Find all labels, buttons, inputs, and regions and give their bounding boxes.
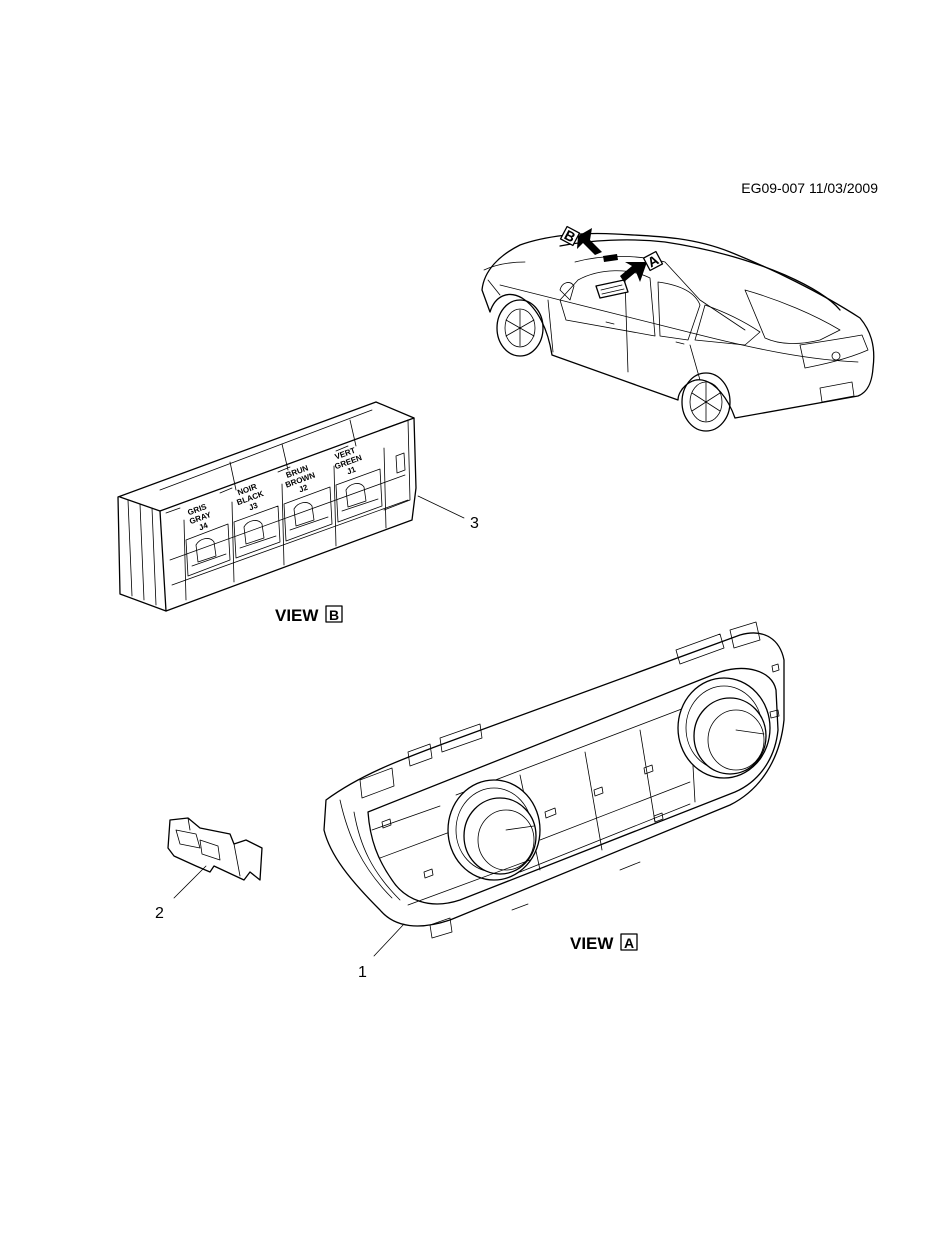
leader-line-2 <box>173 865 207 899</box>
svg-text:B: B <box>329 607 339 623</box>
arrow-a-icon: A <box>620 250 664 282</box>
callout-1: 1 <box>358 964 367 981</box>
connector-socket-j1 <box>335 468 383 523</box>
svg-text:J4: J4 <box>198 521 210 533</box>
callout-2: 2 <box>155 905 164 922</box>
svg-text:VIEW: VIEW <box>275 606 319 625</box>
mounting-clip-part-2 <box>167 817 263 881</box>
connector-socket-j4 <box>185 523 231 577</box>
left-temperature-knob <box>447 779 541 881</box>
arrow-b-icon: B <box>559 225 602 255</box>
view-a-label: VIEW A <box>570 933 638 953</box>
callout-3: 3 <box>470 515 479 532</box>
svg-text:J2: J2 <box>298 483 310 495</box>
view-b-label: VIEW B <box>275 605 343 625</box>
right-temperature-knob <box>677 677 771 779</box>
leader-line-3 <box>417 495 465 519</box>
connector-module-part-3: GRIS GRAY J4 NOIR BLACK J3 BRUN BROWN J2… <box>117 401 417 612</box>
svg-text:J3: J3 <box>248 501 260 513</box>
svg-text:A: A <box>624 935 634 951</box>
svg-text:VIEW: VIEW <box>570 934 614 953</box>
connector-socket-j2 <box>283 486 333 542</box>
climate-control-panel-part-1 <box>323 621 785 939</box>
diagram-code: EG09-007 11/03/2009 <box>741 180 878 196</box>
connector-socket-j3 <box>233 505 281 559</box>
vehicle-illustration <box>481 232 875 432</box>
svg-text:J1: J1 <box>346 465 358 477</box>
leader-line-1 <box>373 923 405 957</box>
